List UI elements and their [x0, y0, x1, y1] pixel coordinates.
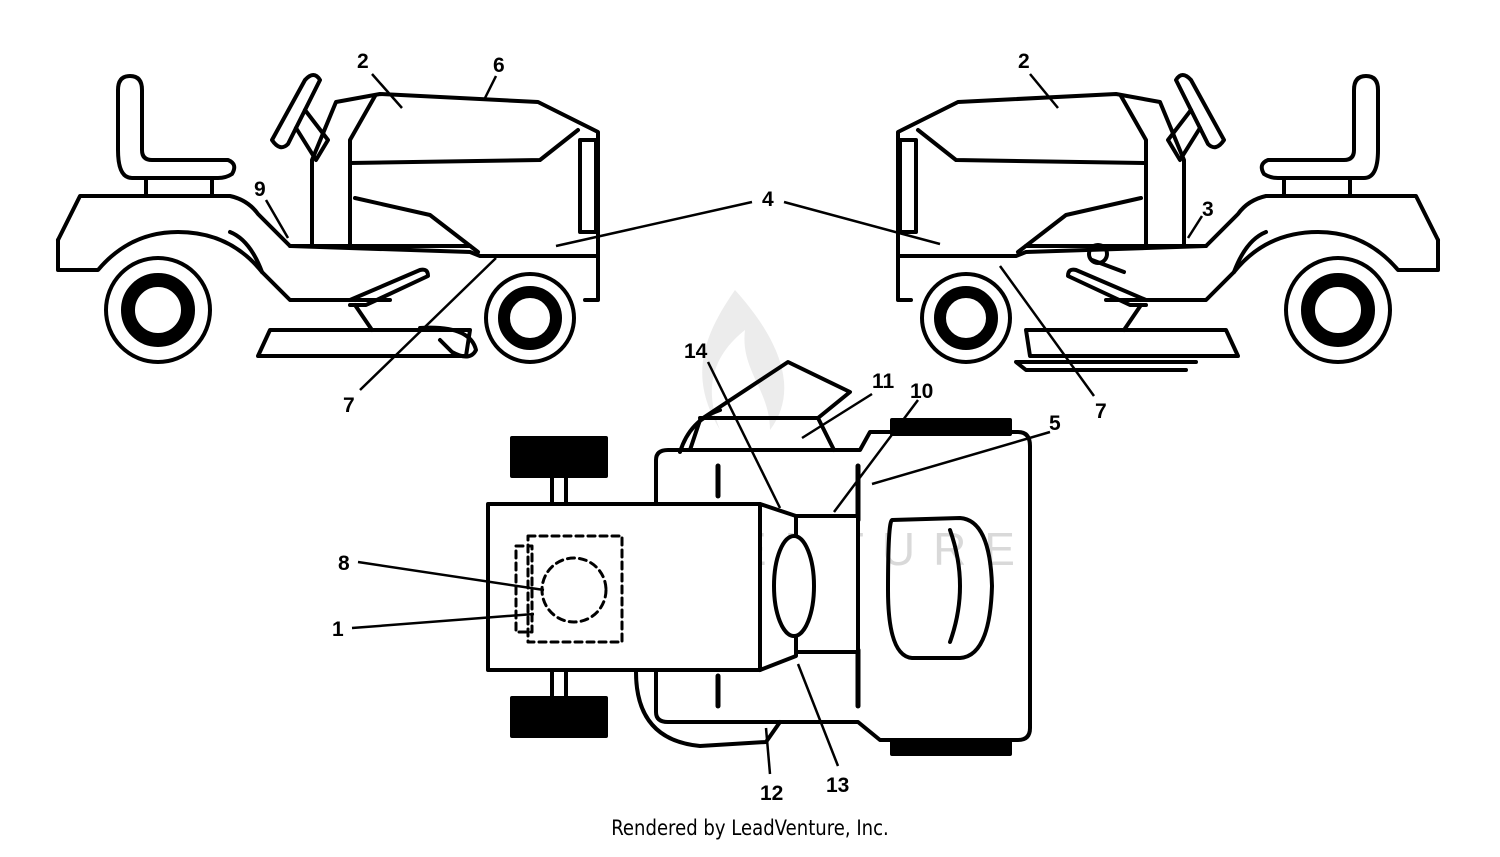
rear-tire-top-right [890, 738, 1012, 756]
callout-10: 10 [910, 380, 933, 403]
rear-tire-top-left [890, 418, 1012, 436]
front-tire-top-right [510, 696, 608, 738]
leader-lines [264, 73, 1204, 775]
fender-left [56, 194, 600, 302]
callout-6: 6 [493, 54, 505, 77]
hood-left [310, 92, 600, 258]
callout-7-right: 7 [1095, 400, 1107, 423]
callout-12: 12 [760, 782, 783, 805]
mower-deck-left [256, 328, 472, 358]
callout-7-left: 7 [343, 394, 355, 417]
rear-wheel-left [104, 256, 212, 364]
callout-3: 3 [1202, 198, 1214, 221]
front-wheel-left [484, 272, 576, 364]
tractor-left-side-view [56, 73, 600, 364]
callout-13: 13 [826, 774, 849, 797]
callout-labels: 2 6 9 4 7 2 3 7 14 11 10 5 8 1 12 13 [254, 50, 1214, 805]
tractor-right-side-view [896, 73, 1440, 372]
seat-top [886, 516, 994, 660]
callout-1: 1 [332, 618, 344, 641]
footer-credit: Rendered by LeadVenture, Inc. [611, 816, 889, 840]
steering-wheel-top [772, 534, 816, 638]
steering-wheel-left [270, 73, 322, 150]
callout-14: 14 [684, 340, 708, 363]
callout-2-left: 2 [357, 50, 369, 73]
callout-4: 4 [762, 188, 774, 211]
mower-deck-top [654, 430, 1032, 742]
callout-2-right: 2 [1018, 50, 1030, 73]
tractor-top-view [486, 360, 1032, 756]
callout-11: 11 [872, 370, 895, 393]
callout-5: 5 [1049, 412, 1061, 435]
seat-left [116, 74, 237, 180]
front-tire-top-left [510, 436, 608, 478]
callout-9: 9 [254, 178, 266, 201]
callout-8: 8 [338, 552, 350, 575]
